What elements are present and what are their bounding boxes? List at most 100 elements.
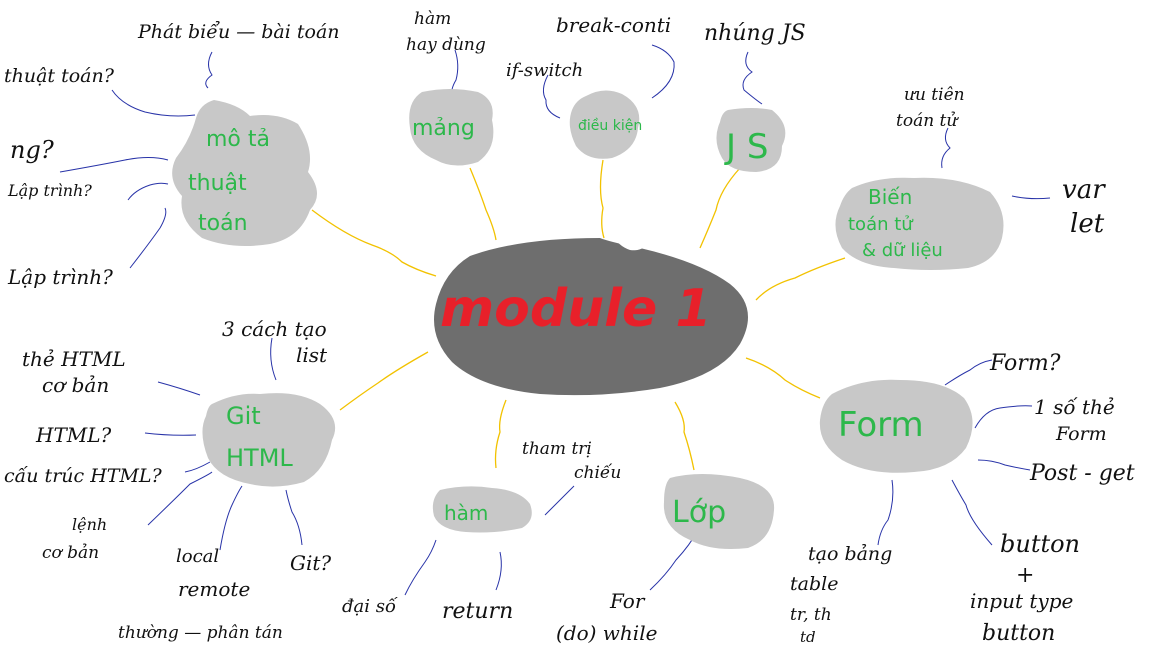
- leader-laptrinh2: [129, 207, 167, 269]
- note-sothe-line2: Form: [1055, 423, 1107, 445]
- center-node: [434, 238, 748, 396]
- note-varlet-line1: var: [1062, 175, 1106, 205]
- note-phatbieu: Phát biểu — bài toán: [137, 21, 340, 43]
- note-thamtri-line2: chiếu: [574, 463, 621, 483]
- topic-labels: mảng điều kiện J S mô tả thuật toán Biến…: [188, 116, 943, 530]
- leader-phatbieu: [205, 51, 213, 89]
- connectors: [311, 159, 846, 471]
- topic-ham: hàm: [444, 501, 488, 525]
- blob-mang: [409, 89, 494, 166]
- note-taobang-line2: table: [790, 573, 838, 595]
- topic-js: J S: [724, 127, 768, 167]
- leader-thamtri: [544, 485, 575, 516]
- leader-daiso: [404, 539, 437, 596]
- note-uutien-line1: ưu tiên: [904, 85, 965, 105]
- connector-mang: [469, 167, 497, 241]
- note-bacach-line1: 3 cách tạo: [222, 317, 327, 341]
- blob-git: [202, 393, 336, 487]
- note-lenh-line2: cơ bản: [42, 543, 99, 563]
- note-thuongphan: thường — phân tán: [118, 623, 283, 643]
- connector-form: [745, 357, 821, 399]
- blobs: [172, 89, 1004, 549]
- note-cautruc: cấu trúc HTML?: [4, 465, 163, 487]
- leader-ifswitch: [542, 74, 561, 119]
- note-daiso: đại số: [342, 596, 398, 617]
- note-hamhaydung-line2: hay dùng: [406, 35, 486, 55]
- connector-git: [339, 351, 429, 411]
- connector-js: [699, 167, 741, 249]
- note-uutien-line2: toán tử: [896, 111, 959, 131]
- connector-dieukien: [599, 159, 605, 239]
- topic-mota-line2: thuật: [188, 171, 247, 196]
- topic-mota-line1: mô tả: [206, 127, 270, 152]
- note-taobang-line1: tạo bảng: [808, 543, 892, 565]
- note-plus: +: [1016, 563, 1034, 588]
- topic-bien-line1: Biến: [868, 185, 912, 209]
- note-formq: Form?: [989, 351, 1061, 376]
- leader-htmln: [144, 432, 197, 436]
- center-label: module 1: [440, 279, 712, 339]
- connector-ham: [494, 399, 507, 469]
- leader-formq: [944, 359, 993, 386]
- center-highlight: [612, 234, 650, 251]
- note-hamhaydung-line1: hàm: [414, 9, 451, 29]
- blob-bien: [835, 177, 1004, 270]
- note-htmln: HTML?: [35, 423, 112, 447]
- leader-laptrinh: [127, 182, 169, 201]
- leader-break: [651, 44, 675, 99]
- topic-git-line1: Git: [226, 402, 261, 430]
- leader-postget: [977, 459, 1031, 471]
- note-breakcont: break-conti: [556, 13, 671, 37]
- blob-form: [819, 379, 973, 473]
- leader-local: [219, 485, 243, 551]
- leader-lenh: [147, 471, 213, 526]
- leader-varlet: [1011, 195, 1051, 200]
- leaders: [59, 44, 1051, 596]
- note-taobang-line4: td: [800, 628, 816, 646]
- note-bacach-line2: list: [296, 343, 328, 367]
- note-nhungjs: nhúng JS: [704, 21, 806, 46]
- leader-button: [951, 479, 993, 546]
- note-return: return: [442, 599, 513, 624]
- note-local-line1: local: [176, 546, 219, 567]
- leader-nhung: [742, 51, 763, 105]
- note-git: Git?: [290, 551, 331, 575]
- leader-thuattoan: [111, 89, 196, 117]
- blob-ham: [432, 486, 532, 533]
- connector-mota: [311, 209, 437, 277]
- note-sothe-line1: 1 số thẻ: [1034, 395, 1115, 419]
- topic-mota-line3: toán: [198, 211, 248, 236]
- topic-form: Form: [838, 405, 924, 445]
- note-input-line2: button: [982, 621, 1055, 646]
- leader-return: [495, 551, 502, 591]
- leader-git: [285, 489, 303, 546]
- topic-dieukien: điều kiện: [578, 117, 642, 134]
- connector-lop: [674, 401, 695, 471]
- note-taobang-line3: tr, th: [790, 605, 832, 625]
- note-thuattoan: thuật toán?: [4, 65, 115, 87]
- note-input-line1: input type: [970, 589, 1073, 613]
- leader-uutien: [941, 127, 951, 169]
- note-postget: Post - get: [1029, 461, 1135, 486]
- note-laptrinh2: Lập trình?: [7, 265, 113, 289]
- topic-git-line2: HTML: [226, 444, 293, 472]
- leader-thehtml: [157, 381, 201, 396]
- topic-lop: Lớp: [672, 495, 726, 530]
- topic-bien-line2: toán tử: [848, 214, 914, 235]
- note-thehtml-line2: cơ bản: [42, 373, 109, 397]
- note-laptrinh1: Lập trình?: [7, 181, 92, 200]
- note-ng: ng?: [10, 136, 54, 164]
- topic-mang: mảng: [412, 116, 475, 141]
- connector-bien: [755, 257, 846, 301]
- note-forwhile-line2: (do) while: [556, 621, 657, 645]
- note-varlet-line2: let: [1070, 209, 1105, 239]
- blob-js: [716, 108, 786, 172]
- leader-ng: [59, 157, 169, 173]
- leader-cautruc: [184, 461, 211, 473]
- note-ifswitch: if-switch: [506, 60, 583, 81]
- leader-sothe: [974, 405, 1033, 429]
- blob-mota: [172, 100, 318, 246]
- blob-lop: [663, 474, 775, 549]
- leader-taobang: [877, 479, 894, 546]
